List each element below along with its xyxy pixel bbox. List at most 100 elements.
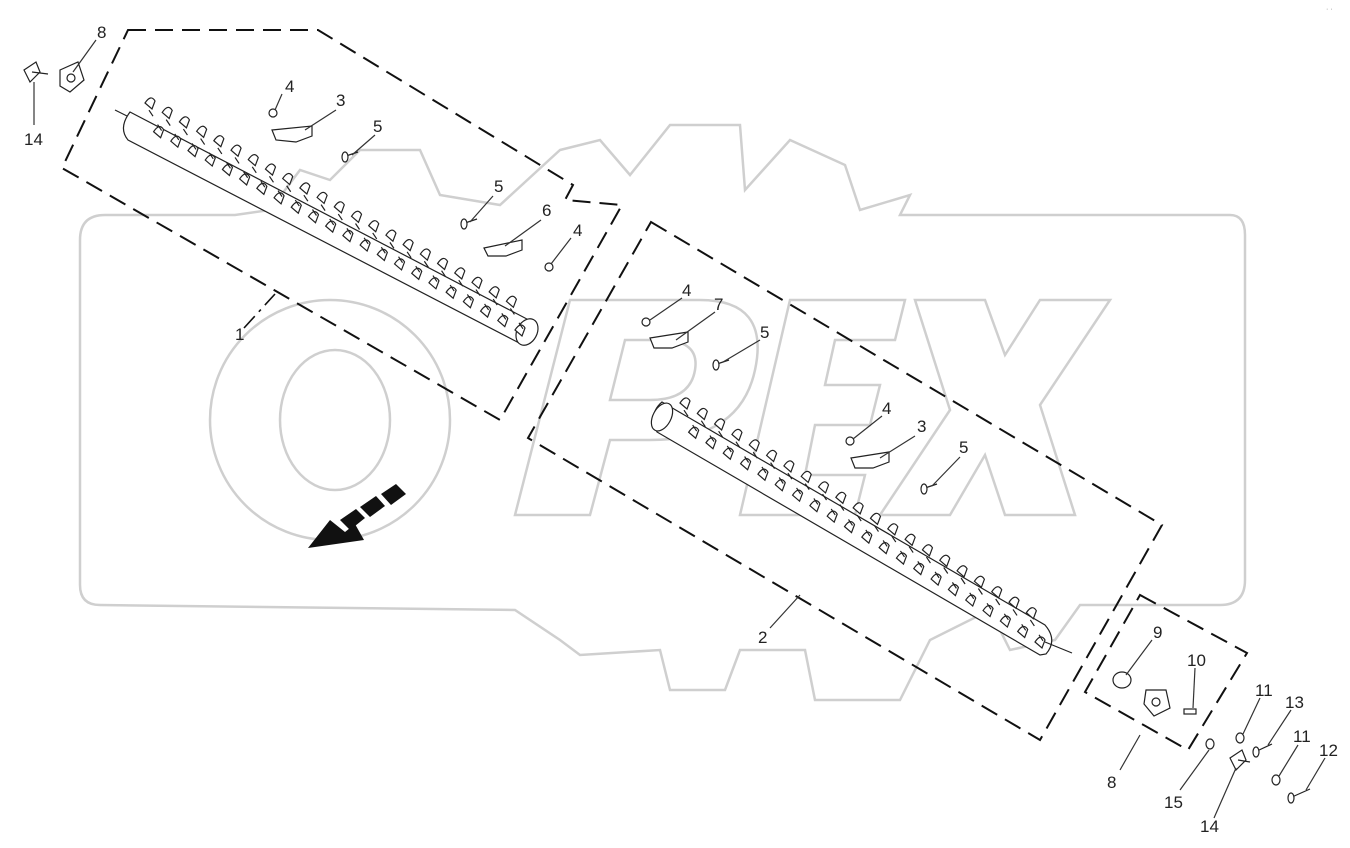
rotor-2-tooth: [852, 502, 864, 522]
rotor-1-tooth: [350, 210, 363, 230]
rotor-1-tooth: [178, 116, 191, 136]
callout-7: 7: [714, 295, 723, 314]
callout-13: 13: [1285, 693, 1304, 712]
bracket-part-3-lower: [850, 451, 890, 469]
rotor-2-tooth: [687, 424, 700, 440]
rotor-2-tooth: [791, 487, 804, 503]
callout-12: 12: [1319, 741, 1338, 760]
callout-14-lower: 14: [1200, 817, 1219, 836]
rotor-1-tooth: [281, 172, 294, 193]
rotor-1-tooth: [187, 143, 199, 158]
callout-8-lower: 8: [1107, 773, 1116, 792]
rotor-2-tooth: [912, 561, 925, 576]
callout-5-a: 5: [373, 117, 382, 136]
callout-11-b: 11: [1293, 727, 1311, 746]
rotor-2-tooth: [947, 582, 960, 597]
callout-8-upper: 8: [97, 23, 106, 42]
callout-11-a: 11: [1255, 681, 1273, 700]
rotor-1-tooth: [342, 228, 354, 243]
rotor-1-tooth: [428, 275, 440, 290]
lever-part-14-lower: [1229, 749, 1251, 772]
rotor-1-tooth: [230, 144, 242, 164]
rotor-2-teeth: [679, 397, 1046, 650]
rotor-2-tooth: [887, 523, 899, 543]
rotor-2-tooth: [765, 449, 778, 469]
rotor-1-tooth: [161, 106, 173, 126]
callout-3-lower: 3: [917, 417, 926, 436]
bearing-part-9: [1112, 671, 1132, 689]
nut-part-4-d: [845, 436, 855, 446]
rotor-2-tooth: [696, 407, 708, 428]
callout-14-upper: 14: [24, 130, 43, 149]
rotor-1: [114, 97, 539, 346]
callout-6: 6: [542, 201, 551, 220]
rotor-1-tooth: [436, 257, 449, 278]
rotor-2-tooth: [904, 533, 916, 553]
assembly-group-1-outline: [60, 29, 624, 422]
rotor-2-tooth: [713, 418, 726, 438]
nut-part-4-b: [544, 262, 554, 272]
callout-10: 10: [1187, 651, 1206, 670]
rotor-1-tooth: [385, 229, 397, 249]
bracket-part-6: [483, 239, 523, 257]
rotor-2-tooth: [783, 460, 795, 480]
rotor-1-tooth: [419, 248, 432, 268]
rotor-2-tooth: [990, 586, 1003, 606]
rotor-2-tooth: [774, 477, 786, 492]
watermark-letter-o-inner: [278, 348, 392, 492]
rotor-2-tooth: [817, 481, 830, 501]
callout-4-c: 4: [682, 281, 691, 300]
rotor-2-tooth: [921, 544, 934, 564]
rotor-2-tooth: [982, 603, 994, 618]
rotor-1-tooth: [264, 163, 277, 183]
rotor-2: [650, 397, 1073, 656]
nut-part-4-c: [641, 317, 651, 327]
rotor-2-tooth: [938, 554, 951, 574]
screw-part-5-a: [341, 151, 359, 163]
rotor-1-tooth: [471, 276, 483, 296]
callout-4-a: 4: [285, 77, 294, 96]
rotor-1-tooth: [410, 265, 423, 281]
rotor-1-tooth: [453, 267, 466, 287]
rotor-2-tooth: [843, 519, 856, 534]
callout-5-d: 5: [959, 438, 968, 457]
rotor-2-tooth: [1025, 607, 1038, 627]
callout-4-d: 4: [882, 399, 891, 418]
rotor-1-tooth: [505, 295, 518, 315]
callout-5-c: 5: [760, 323, 769, 342]
rotor-1-tooth: [299, 182, 311, 202]
rotor-2-tooth: [731, 428, 743, 448]
rotor-1-tooth: [290, 199, 302, 215]
rotor-1-tooth: [307, 209, 320, 224]
bolt-part-13: [1252, 743, 1273, 758]
screw-part-5-b: [460, 218, 478, 230]
rotor-2-tooth: [748, 439, 760, 459]
rotor-2-tooth: [809, 498, 821, 513]
rotor-1-tooth: [273, 190, 285, 205]
rotor-2-tooth: [895, 550, 908, 566]
callout-9: 9: [1153, 623, 1162, 642]
bolt-part-12: [1287, 788, 1311, 804]
bracket-part-3-upper: [271, 125, 313, 143]
bracket-part-7: [649, 331, 689, 349]
rotor-2-tooth: [722, 445, 734, 461]
bearing-flange-part-8-lower-hub: [1151, 697, 1161, 707]
rotor-1-tooth: [204, 152, 216, 168]
rotor-2-tooth: [679, 397, 691, 417]
rotor-1-tooth: [488, 286, 500, 306]
screw-part-5-c: [712, 359, 730, 371]
rotor-2-tooth: [930, 571, 942, 587]
rotor-1-tooth: [445, 284, 457, 300]
rotor-1-tooth: [402, 239, 414, 259]
rotor-1-tooth: [333, 201, 345, 221]
rotor-2-tooth: [835, 491, 847, 511]
rotor-2-tooth: [739, 456, 752, 471]
nut-part-4-a: [268, 108, 278, 118]
rotor-2-tooth: [800, 470, 812, 490]
callout-15: 15: [1164, 793, 1183, 812]
callout-1: 1: [235, 325, 244, 344]
callout-4-b: 4: [573, 221, 582, 240]
screw-part-5-d: [920, 483, 938, 495]
rotor-1-tooth: [393, 256, 406, 271]
